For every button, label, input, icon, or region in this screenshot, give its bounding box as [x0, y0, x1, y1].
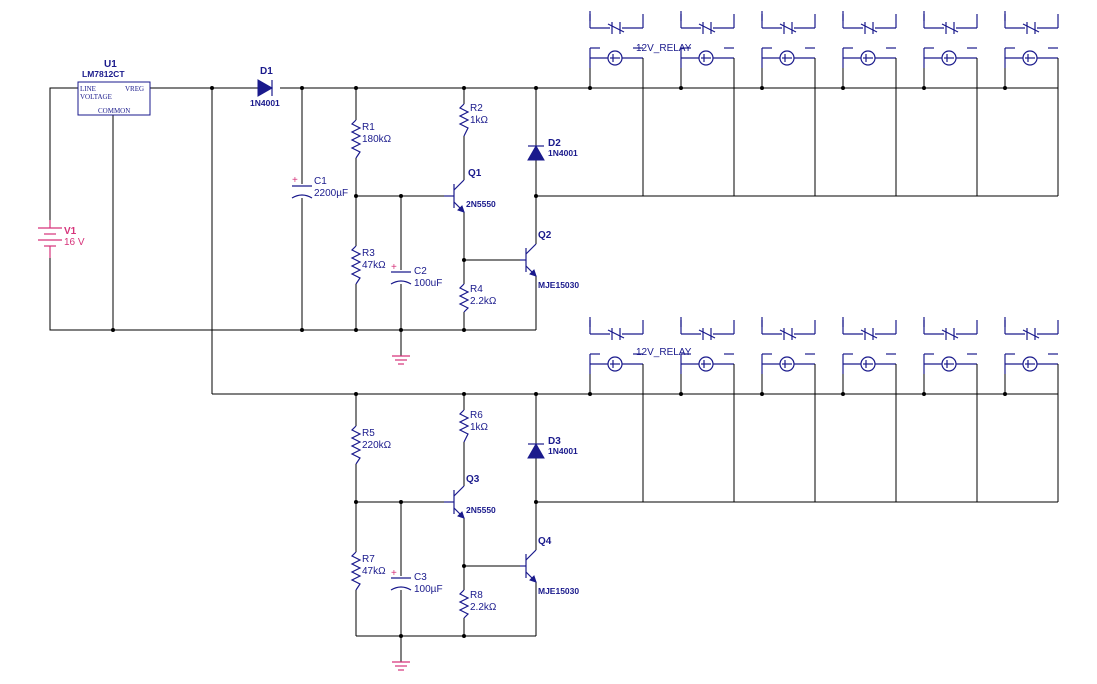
q4-value: MJE15030	[538, 586, 579, 596]
c3-ref: C3	[414, 572, 427, 583]
d1-value: 1N4001	[250, 98, 280, 108]
r2-value: 1kΩ	[470, 115, 489, 126]
regulator-u1: U1 LM7812CT LINE VOLTAGE VREG COMMON	[77, 59, 151, 116]
relay-bank-bottom-label: 12V_RELAY	[636, 347, 692, 358]
relay	[588, 11, 644, 196]
diode-d2: D2 1N4001	[527, 138, 578, 161]
relay	[841, 317, 897, 502]
r8-ref: R8	[470, 590, 483, 601]
v1-ref: V1	[64, 226, 77, 237]
d3-ref: D3	[548, 436, 561, 447]
diode-d3: D3 1N4001	[527, 436, 578, 459]
transistor-q1: Q1 2N5550	[444, 168, 496, 213]
ground-symbol-top	[392, 355, 410, 365]
relay	[922, 317, 978, 502]
junction-dots	[111, 86, 538, 638]
resistor-r3: R3 47kΩ	[350, 245, 386, 285]
relay	[588, 317, 644, 502]
resistor-r2: R2 1kΩ	[458, 103, 489, 137]
transistor-q2: Q2 MJE15030	[520, 230, 579, 290]
u1-pin-voltage: VOLTAGE	[80, 93, 112, 101]
transistor-q3: Q3 2N5550	[444, 474, 496, 519]
c1-ref: C1	[314, 176, 327, 187]
d2-value: 1N4001	[548, 148, 578, 158]
r7-ref: R7	[362, 554, 375, 565]
wires	[49, 87, 1058, 662]
d1-ref: D1	[260, 66, 273, 77]
relay	[679, 11, 735, 196]
relay	[679, 317, 735, 502]
q1-ref: Q1	[468, 168, 482, 179]
r3-value: 47kΩ	[362, 260, 386, 271]
r4-ref: R4	[470, 284, 483, 295]
r1-ref: R1	[362, 122, 375, 133]
u1-pin-vreg: VREG	[125, 85, 144, 93]
transistor-q4: Q4 MJE15030	[520, 536, 579, 596]
u1-pin-common: COMMON	[98, 107, 130, 115]
d3-value: 1N4001	[548, 446, 578, 456]
r6-value: 1kΩ	[470, 422, 489, 433]
q2-value: MJE15030	[538, 280, 579, 290]
svg-text:+: +	[292, 175, 298, 186]
capacitor-c1: + C1 2200µF	[291, 175, 348, 199]
capacitor-c2: + C2 100uF	[390, 262, 442, 289]
diode-d1: D1 1N4001	[250, 66, 280, 108]
q2-ref: Q2	[538, 230, 552, 241]
r7-value: 47kΩ	[362, 566, 386, 577]
svg-text:+: +	[391, 568, 397, 579]
resistor-r7: R7 47kΩ	[350, 551, 386, 591]
resistor-r1: R1 180kΩ	[350, 119, 392, 159]
capacitor-c3: + C3 100µF	[390, 568, 443, 595]
u1-pin-line: LINE	[80, 85, 96, 93]
q4-ref: Q4	[538, 536, 552, 547]
relay-bank-top-label: 12V_RELAY	[636, 43, 692, 54]
relay	[922, 11, 978, 196]
r2-ref: R2	[470, 103, 483, 114]
battery-v1: V1 16 V	[38, 220, 85, 258]
r3-ref: R3	[362, 248, 375, 259]
r5-value: 220kΩ	[362, 440, 392, 451]
c1-value: 2200µF	[314, 188, 348, 199]
relay-bank-top	[588, 11, 1059, 196]
r1-value: 180kΩ	[362, 134, 392, 145]
relay	[841, 11, 897, 196]
r5-ref: R5	[362, 428, 375, 439]
c2-value: 100uF	[414, 278, 442, 289]
u1-ref: U1	[104, 59, 117, 70]
relay	[760, 11, 816, 196]
resistor-r4: R4 2.2kΩ	[458, 283, 497, 313]
r6-ref: R6	[470, 410, 483, 421]
resistor-r8: R8 2.2kΩ	[458, 589, 497, 619]
q3-ref: Q3	[466, 474, 480, 485]
ground-symbol-bottom	[392, 661, 410, 671]
u1-value: LM7812CT	[82, 69, 125, 79]
c3-value: 100µF	[414, 584, 443, 595]
relay	[1003, 11, 1059, 196]
r4-value: 2.2kΩ	[470, 296, 497, 307]
q1-value: 2N5550	[466, 199, 496, 209]
relay-bank-bottom	[588, 317, 1059, 502]
d2-ref: D2	[548, 138, 561, 149]
relay	[760, 317, 816, 502]
svg-text:+: +	[391, 262, 397, 273]
r8-value: 2.2kΩ	[470, 602, 497, 613]
c2-ref: C2	[414, 266, 427, 277]
q3-value: 2N5550	[466, 505, 496, 515]
relay	[1003, 317, 1059, 502]
v1-value: 16 V	[64, 237, 85, 248]
resistor-r6: R6 1kΩ	[458, 409, 489, 443]
resistor-r5: R5 220kΩ	[350, 425, 392, 465]
